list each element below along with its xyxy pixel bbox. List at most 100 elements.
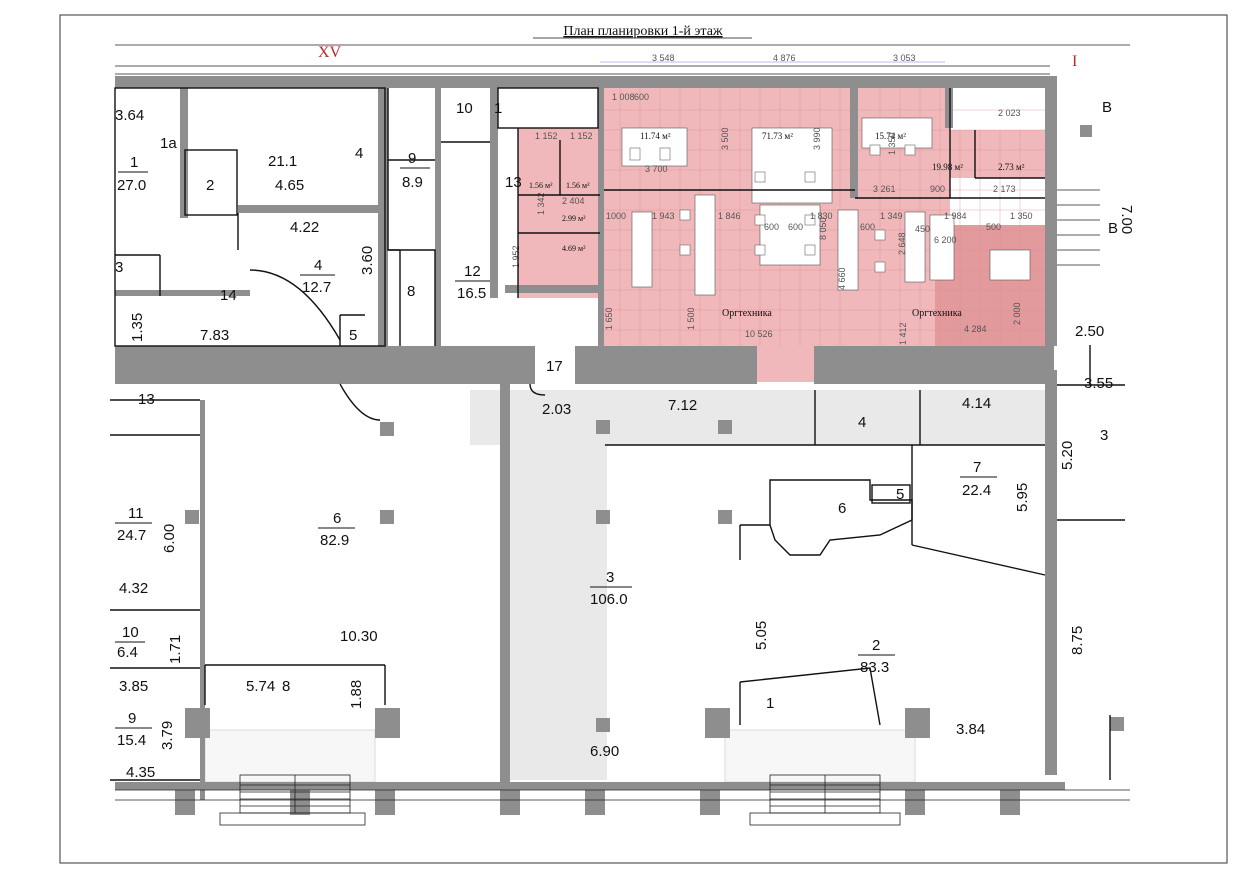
inner-dim: 1 500	[686, 307, 696, 330]
room-number: 3	[1100, 427, 1108, 444]
inner-dim: 3 990	[812, 127, 822, 150]
inner-dim: 4 660	[837, 267, 847, 290]
dims-bottom-labels: 2.03 7.12 4.14 3.55 5.20 5.95 6.00 4.32 …	[119, 375, 1113, 781]
equipment-label-1: Оргтехника	[722, 308, 772, 319]
windows	[115, 65, 1130, 801]
inner-dim: 2 023	[998, 108, 1021, 118]
room-number: 3	[115, 259, 123, 276]
room-3-zone	[510, 445, 607, 780]
dimension: 4.14	[962, 395, 991, 412]
dimension: 2.50	[1075, 323, 1104, 340]
room-number: 2	[206, 177, 214, 194]
dimension: 3.55	[1084, 375, 1113, 392]
inner-dim: 1 152	[535, 131, 558, 141]
office-dim-2: 4 876	[773, 53, 796, 63]
room-area: 22.4	[962, 482, 991, 499]
inner-dim: 600	[860, 222, 875, 232]
dimension: 3.60	[359, 246, 376, 275]
room-number: 1a	[160, 135, 177, 152]
dimension: 3.85	[119, 678, 148, 695]
room-number: 4	[314, 257, 322, 274]
inner-dim: 4 284	[964, 324, 987, 334]
partition-lines	[110, 87, 1125, 781]
inner-dim: 1 350	[1010, 211, 1033, 221]
room-number: 9	[408, 150, 416, 167]
dimension: 4.22	[290, 219, 319, 236]
room-number: 21.1	[268, 153, 297, 170]
room-number: 7	[973, 459, 981, 476]
dimension: 5.74	[246, 678, 275, 695]
inner-dim: 2 404	[562, 196, 585, 206]
room-number: 4	[355, 145, 363, 162]
page-frame	[59, 14, 1228, 864]
inner-dim: 1 342	[536, 192, 546, 215]
room-number: 6	[333, 510, 341, 527]
dimension: 2.03	[542, 401, 571, 418]
inner-dim: 1 350	[887, 132, 897, 155]
wc-area-2: 1.56 м²	[566, 181, 590, 190]
dimension: 6.90	[590, 743, 619, 760]
axis-label-b-top: B	[1102, 99, 1112, 116]
wc-area-1: 1.56 м²	[529, 181, 553, 190]
room-number: 4	[858, 414, 866, 431]
equipment-label-2: Оргтехника	[912, 308, 962, 319]
inner-dim: 600	[788, 222, 803, 232]
inner-dim: 500	[986, 222, 1001, 232]
inner-dim: 1 846	[718, 211, 741, 221]
inner-dim: 1 650	[604, 307, 614, 330]
office-zone	[518, 88, 1045, 382]
inner-dim: 8 050	[818, 217, 828, 240]
inner-dim: 1 008	[612, 92, 635, 102]
office-labels: 11.74 м² 71.73 м² 15.74 м² 19.98 м² 2.73…	[511, 53, 1033, 345]
room-number: 10	[122, 624, 139, 641]
room-number: 17	[546, 358, 563, 375]
dimension: 1.35	[129, 313, 146, 342]
inner-dim: 1 830	[810, 211, 833, 221]
room-area: 15.4	[117, 732, 146, 749]
inner-dim: 600	[634, 92, 649, 102]
dimension: 3.64	[115, 107, 144, 124]
inner-dim: 1 952	[511, 245, 521, 268]
inner-dim: 1 984	[944, 211, 967, 221]
room-number: 9	[128, 710, 136, 727]
room-number: 3	[606, 569, 614, 586]
room-area: 6.4	[117, 644, 138, 661]
room-number: 5	[896, 486, 904, 503]
office-area-e: 2.73 м²	[998, 162, 1025, 172]
dimension: 3.79	[159, 721, 176, 750]
room-number: 1	[494, 100, 502, 117]
dimension: 1.88	[348, 680, 365, 709]
office-area-b: 71.73 м²	[762, 131, 793, 141]
room-area: 83.3	[860, 659, 889, 676]
room-number: 13	[505, 174, 522, 191]
room-number: 2	[872, 637, 880, 654]
stairs	[219, 189, 1100, 826]
rooms-bottom-labels: 17 13 6 82.9 11 24.7 10 6.4 9 15.4 8 3 1…	[115, 358, 1108, 749]
room-area: 12.7	[302, 279, 331, 296]
dimension: 7.83	[200, 327, 229, 344]
inner-dim: 2 000	[1012, 302, 1022, 325]
inner-dim: 1 412	[898, 322, 908, 345]
room-area: 27.0	[117, 177, 146, 194]
room-number: 1	[130, 154, 138, 171]
dimension: 4.35	[126, 764, 155, 781]
bath-area: 4.69 м²	[562, 244, 586, 253]
room-number: 8	[282, 678, 290, 695]
dimension: 4.32	[119, 580, 148, 597]
room-number: 10	[456, 100, 473, 117]
dimension: 5.20	[1059, 441, 1076, 470]
room-area: 16.5	[457, 285, 486, 302]
dims-top-labels: 3.64 4.65 4.22 3.60 1.35 7.83 2.50 7.00	[115, 107, 1135, 344]
inner-dim: 3 500	[720, 127, 730, 150]
corridor-zone	[470, 390, 1045, 445]
room-number: 12	[464, 263, 481, 280]
inner-dim: 1000	[606, 211, 626, 221]
corridor-area: 2.99 м²	[562, 214, 586, 223]
office-dim-3: 3 053	[893, 53, 916, 63]
inner-dim: 450	[915, 224, 930, 234]
room-number: 6	[838, 500, 846, 517]
dimension: 8.75	[1069, 626, 1086, 655]
room-number: 1	[766, 695, 774, 712]
room-area: 82.9	[320, 532, 349, 549]
